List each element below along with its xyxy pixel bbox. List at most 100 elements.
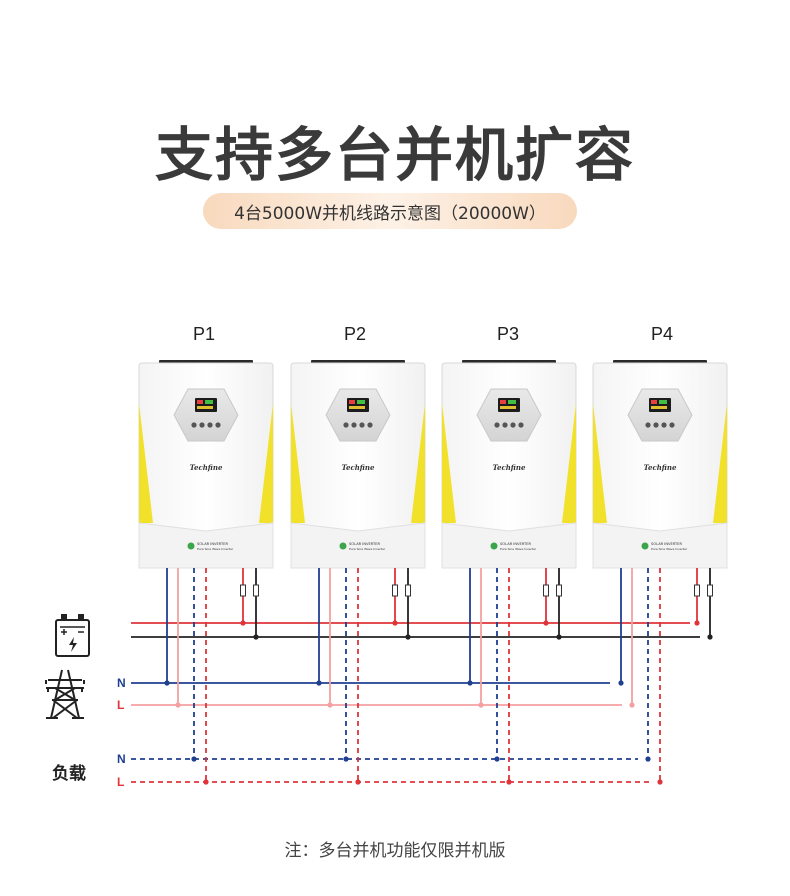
unit-label-p3: P3 (496, 324, 520, 344)
inverter-control-panel (627, 388, 693, 442)
junction-dot (240, 620, 246, 626)
inverter-button (351, 422, 357, 428)
inverter-control-panel (476, 388, 542, 442)
junction-dot (657, 779, 663, 785)
junction-dot (556, 634, 562, 640)
junction-dot (478, 702, 484, 708)
inverter-button (669, 422, 675, 428)
junction-dot (191, 756, 197, 762)
fuse-icon (556, 584, 562, 597)
fuse-icon (392, 584, 398, 597)
inverter-yellow-accent-right (411, 403, 425, 523)
inverter-lcd-segment (651, 406, 667, 409)
junction-dot (253, 634, 259, 640)
junction-dot (467, 680, 473, 686)
inverter-button (494, 422, 500, 428)
fuse-icon (707, 584, 713, 597)
inverter-lcd-segment (349, 406, 365, 409)
inverter-product-name: SOLAR INVERTER (197, 542, 228, 546)
junction-dot (327, 702, 333, 708)
inverter-lcd-segment (508, 400, 516, 404)
inverter-yellow-accent-left (139, 403, 153, 523)
junction-dot (629, 702, 635, 708)
inverter-yellow-accent-left (593, 403, 607, 523)
junction-dot (343, 756, 349, 762)
inverter-button (207, 422, 213, 428)
inverter-yellow-accent-right (713, 403, 727, 523)
subtitle-pill: 4台5000W并机线路示意图（20000W） (203, 193, 577, 229)
inverter-product-name: SOLAR INVERTER (500, 542, 531, 546)
inverter-control-panel (173, 388, 239, 442)
inverter-button (191, 422, 197, 428)
inverter-product-name: SOLAR INVERTER (349, 542, 380, 546)
inverter-lower-panel (290, 522, 426, 569)
inverter-lcd-segment (500, 406, 516, 409)
inverter-product-name: SOLAR INVERTER (651, 542, 682, 546)
fuse-icon (253, 584, 259, 597)
inverter-button (518, 422, 524, 428)
inverter-lower-panel (138, 522, 274, 569)
leaf-icon (490, 542, 498, 550)
load-label: 负载 (52, 764, 86, 784)
inverter-button (199, 422, 205, 428)
inverter-control-panel (325, 388, 391, 442)
battery-icon (55, 614, 90, 657)
inverter-yellow-accent-right (259, 403, 273, 523)
load-l-label: L (117, 775, 125, 789)
power-tower-icon (45, 669, 85, 719)
junction-dot (494, 756, 500, 762)
inverter-brand: Techfine (493, 463, 526, 472)
inverter-lower-panel (592, 522, 728, 569)
fuse-icon (543, 584, 549, 597)
inverter-lcd-segment (651, 400, 657, 404)
unit-label-p2: P2 (343, 324, 367, 344)
inverter-button (367, 422, 373, 428)
inverter-lower-panel (441, 522, 577, 569)
junction-dot (618, 680, 624, 686)
inverter-yellow-accent-right (562, 403, 576, 523)
junction-dot (543, 620, 549, 626)
inverter-button (645, 422, 651, 428)
inverter-lcd-segment (659, 400, 667, 404)
inverter-product-desc: Pure Sine Wave Inverter (651, 547, 688, 551)
junction-dot (392, 620, 398, 626)
grid-n-label: N (117, 676, 126, 690)
inverter-lcd-segment (197, 400, 203, 404)
inverter-button (502, 422, 508, 428)
inverter-button (510, 422, 516, 428)
inverter-button (215, 422, 221, 428)
junction-dot (316, 680, 322, 686)
load-n-label: N (117, 752, 126, 766)
junction-dot (506, 779, 512, 785)
leaf-icon (187, 542, 195, 550)
inverter-button (343, 422, 349, 428)
junction-dot (164, 680, 170, 686)
unit-label-p1: P1 (192, 324, 216, 344)
fuse-icon (240, 584, 246, 597)
inverter-button (661, 422, 667, 428)
subtitle-text: 4台5000W并机线路示意图（20000W） (234, 203, 546, 224)
unit-label-p4: P4 (650, 324, 674, 344)
junction-dot (645, 756, 651, 762)
inverter-button (653, 422, 659, 428)
inverter-button (359, 422, 365, 428)
inverter-lcd-segment (357, 400, 365, 404)
inverter-yellow-accent-left (291, 403, 305, 523)
leaf-icon (641, 542, 649, 550)
junction-dot (175, 702, 181, 708)
page-title: 支持多台并机扩容 (154, 121, 635, 189)
footnote: 注：多台并机功能仅限并机版 (284, 841, 506, 861)
fuse-icon (405, 584, 411, 597)
fuse-icon (694, 584, 700, 597)
inverter-product-desc: Pure Sine Wave Inverter (500, 547, 537, 551)
junction-dot (694, 620, 700, 626)
inverter-brand: Techfine (644, 463, 677, 472)
inverter-brand: Techfine (190, 463, 223, 472)
junction-dot (405, 634, 411, 640)
wires-layer (131, 568, 713, 785)
